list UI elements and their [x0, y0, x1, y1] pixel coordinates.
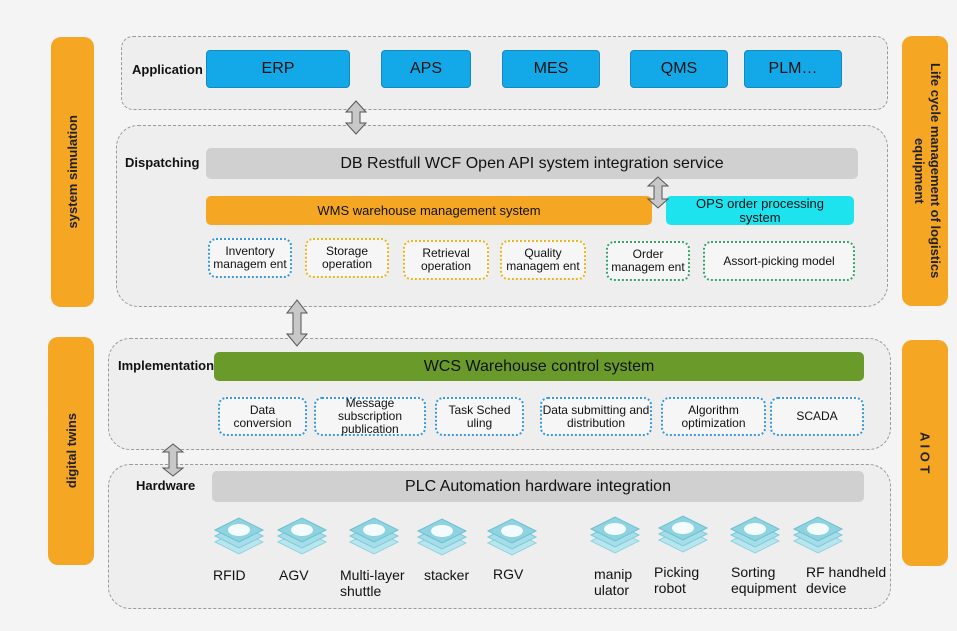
qms-box: QMS — [630, 50, 728, 88]
lifecycle-management-label: Life cycle management of logistics equip… — [912, 63, 943, 279]
device-label-manipulator: manip ulator — [594, 566, 633, 598]
implementation-layer-label: Implementation — [118, 358, 215, 373]
module-inventory-management: Inventory managem ent — [208, 238, 292, 278]
wcs-bar: WCS Warehouse control system — [214, 352, 864, 381]
device-label-picking-robot: Picking robot — [654, 564, 700, 596]
system-simulation-label: system simulation — [65, 115, 80, 229]
module-order-management: Order managem ent — [606, 241, 690, 281]
digital-twins-bar: digital twins — [48, 337, 94, 565]
device-label-multi-layer-shuttle: Multi-layer shuttle — [340, 567, 405, 599]
ops-bar: OPS order processing system — [666, 196, 854, 225]
module-message-subscription: Message subscription publication — [314, 397, 426, 436]
api-integration-bar: DB Restfull WCF Open API system integrat… — [206, 148, 858, 179]
mes-box: MES — [502, 50, 600, 88]
module-task-scheduling: Task Sched uling — [435, 397, 524, 436]
module-storage-operation: Storage operation — [305, 238, 389, 278]
device-label-rgv: RGV — [493, 566, 524, 582]
plc-integration-bar: PLC Automation hardware integration — [212, 471, 864, 502]
module-quality-management: Quality managem ent — [500, 240, 586, 280]
system-simulation-bar: system simulation — [51, 37, 94, 307]
aps-box: APS — [381, 50, 471, 88]
module-retrieval-operation: Retrieval operation — [403, 240, 489, 280]
plm-box: PLM… — [744, 50, 842, 88]
digital-twins-label: digital twins — [63, 413, 79, 489]
device-label-rfid: RFID — [213, 567, 246, 583]
device-label-stacker: stacker — [424, 567, 470, 583]
device-label-rf-handheld-device: RF handheld device — [806, 564, 887, 596]
wms-bar: WMS warehouse management system — [206, 196, 652, 225]
hardware-layer-label: Hardware — [136, 478, 196, 493]
aiot-label: A I O T — [917, 432, 933, 474]
device-label-sorting-equipment: Sorting equipment — [731, 564, 797, 596]
module-algorithm-optimization: Algorithm optimization — [661, 397, 766, 436]
erp-box: ERP — [206, 50, 350, 88]
module-assort-picking-model: Assort-picking model — [703, 241, 855, 281]
module-data-submitting: Data submitting and distribution — [540, 397, 652, 436]
lifecycle-management-bar: Life cycle management of logistics equip… — [902, 36, 948, 306]
module-data-conversion: Data conversion — [218, 397, 307, 436]
device-label-agv: AGV — [279, 567, 309, 583]
dispatching-layer-label: Dispatching — [125, 155, 200, 170]
module-scada: SCADA — [770, 397, 864, 436]
aiot-bar: A I O T — [902, 340, 948, 566]
application-layer-label: Application — [132, 62, 203, 77]
